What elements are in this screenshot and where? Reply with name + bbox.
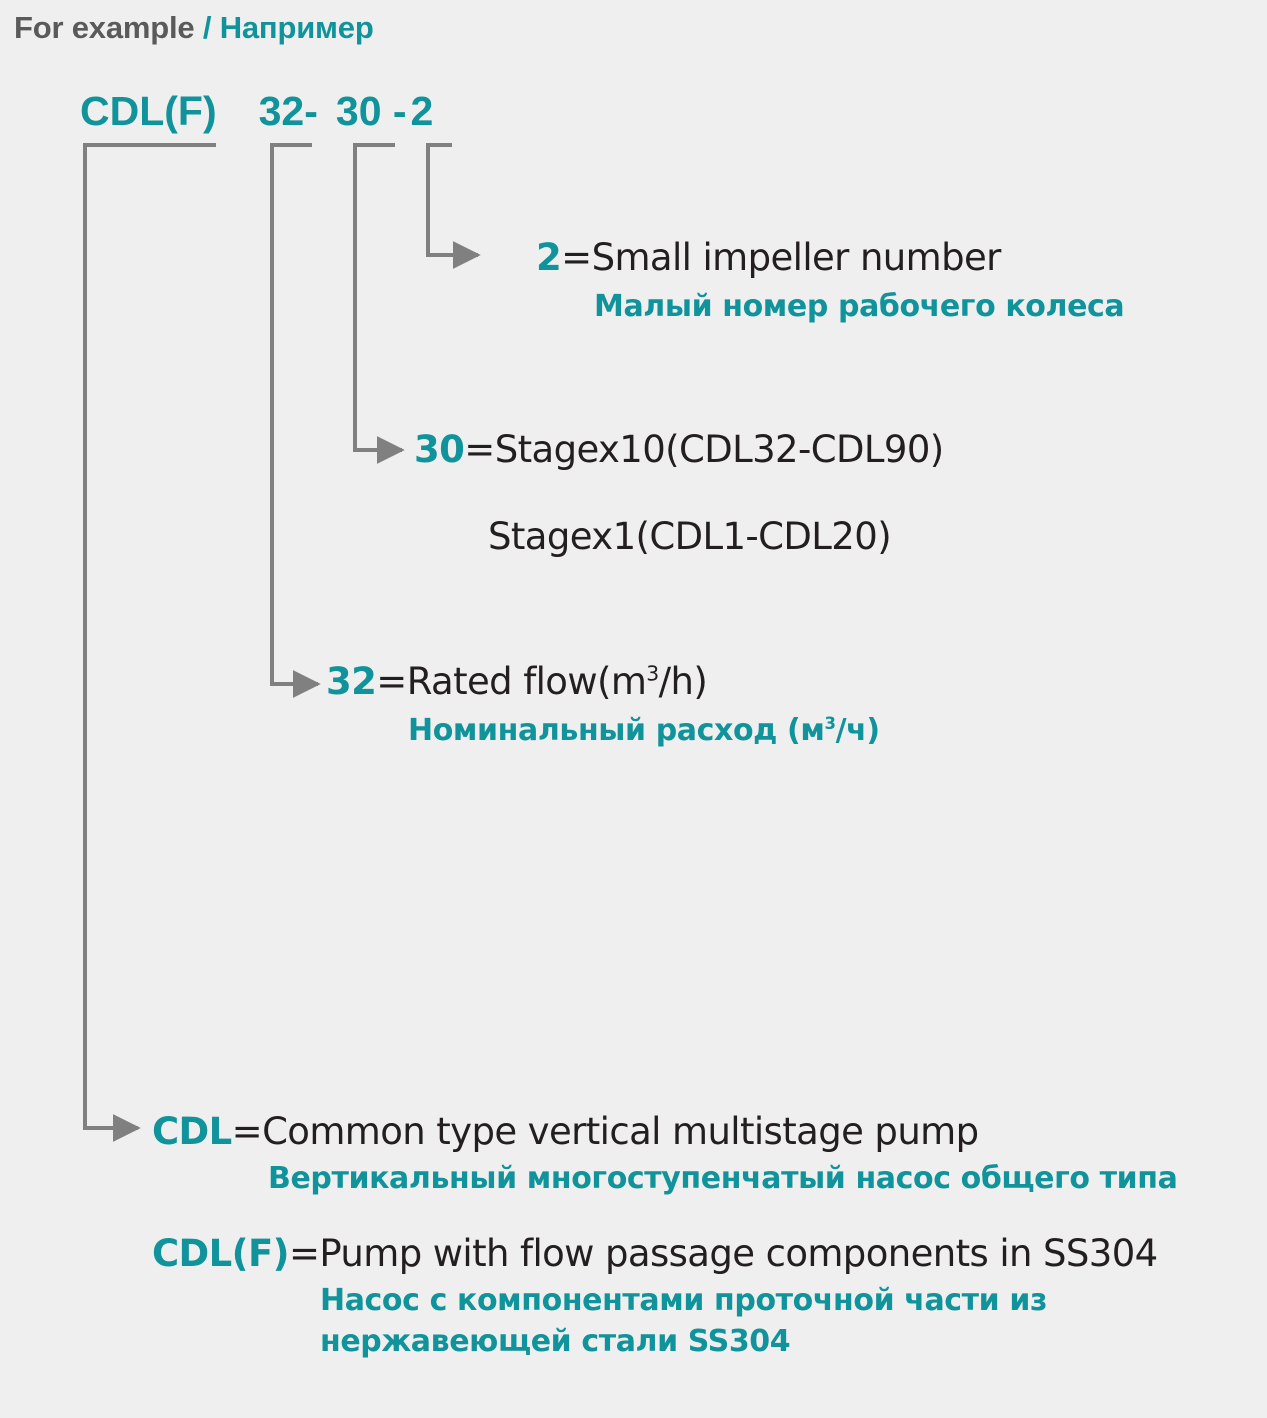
callout-impeller-english: 2=Small impeller number [536, 236, 1124, 279]
callout-stage: 30=Stagex10(CDL32-CDL90) Stagex1(CDL1-CD… [414, 428, 944, 558]
callout-flow-english: 32=Rated flow(m3/h) [326, 660, 880, 703]
callout-flow-text-after: /h) [658, 660, 708, 703]
callout-stage-key: 30 [414, 428, 465, 471]
leader-line-cdl [83, 143, 216, 1142]
callout-cdlf: CDL(F)=Pump with flow passage components… [152, 1232, 1158, 1359]
page-title-separator: / [202, 10, 212, 45]
callout-flow-superscript: 3 [646, 661, 659, 686]
callout-cdl-text: Common type vertical multistage pump [262, 1110, 979, 1153]
callout-flow-equals: = [376, 660, 407, 703]
callout-cdl-russian: Вертикальный многоступенчатый насос обще… [268, 1161, 1178, 1196]
callout-stage-text: Stagex10(CDL32-CDL90) [494, 428, 945, 471]
callout-impeller: 2=Small impeller number Малый номер рабо… [536, 236, 1125, 324]
page-title: For example / Например [14, 10, 374, 46]
callout-impeller-equals: = [561, 236, 592, 279]
leader-line-stage [353, 143, 405, 464]
callout-cdlf-russian-line1: Насос с компонентами проточной части из [320, 1283, 1047, 1318]
model-code-segment-series: CDL(F) [80, 88, 217, 134]
model-code-segment-flow: 32- [258, 88, 318, 134]
callout-cdlf-key: CDL(F) [152, 1232, 290, 1275]
model-code-segment-stage: 30 - [335, 88, 407, 134]
callout-impeller-russian: Малый номер рабочего колеса [594, 289, 1125, 324]
callout-cdl: CDL=Common type vertical multistage pump… [152, 1110, 1178, 1196]
callout-stage-english-second: Stagex1(CDL1-CDL20) [488, 515, 892, 558]
callout-flow-russian: Номинальный расход (м3/ч) [408, 713, 880, 748]
callout-impeller-key: 2 [536, 236, 562, 279]
callout-cdl-english: CDL=Common type vertical multistage pump [152, 1110, 1177, 1153]
callout-cdl-key: CDL [152, 1110, 232, 1153]
callout-flow-text-before: Rated flow(m [406, 660, 647, 703]
callout-cdlf-text: Pump with flow passage components in SS3… [319, 1232, 1158, 1275]
callout-cdlf-english: CDL(F)=Pump with flow passage components… [152, 1232, 1158, 1275]
model-code-segment-impeller: 2 [410, 88, 434, 134]
callout-flow-russian-after: /ч) [835, 713, 880, 748]
leader-line-flow [270, 143, 321, 698]
model-code: CDL(F) 32- 30 -2 [80, 88, 433, 135]
leader-line-impeller [426, 143, 481, 269]
callout-stage-equals: = [464, 428, 495, 471]
callout-impeller-text: Small impeller number [591, 236, 1002, 279]
callout-cdlf-russian-line2: нержавеющей стали SS304 [320, 1324, 791, 1359]
callout-flow-russian-before: Номинальный расход (м [408, 713, 825, 748]
callout-flow-russian-superscript: 3 [824, 714, 836, 733]
callout-cdl-equals: = [231, 1110, 263, 1153]
callout-stage-english: 30=Stagex10(CDL32-CDL90) [414, 428, 944, 471]
callout-flow: 32=Rated flow(m3/h) Номинальный расход (… [326, 660, 880, 748]
callout-cdlf-equals: = [288, 1232, 320, 1275]
page-title-english: For example [14, 10, 195, 45]
page-title-russian: Например [219, 10, 374, 45]
callout-flow-key: 32 [326, 660, 377, 703]
